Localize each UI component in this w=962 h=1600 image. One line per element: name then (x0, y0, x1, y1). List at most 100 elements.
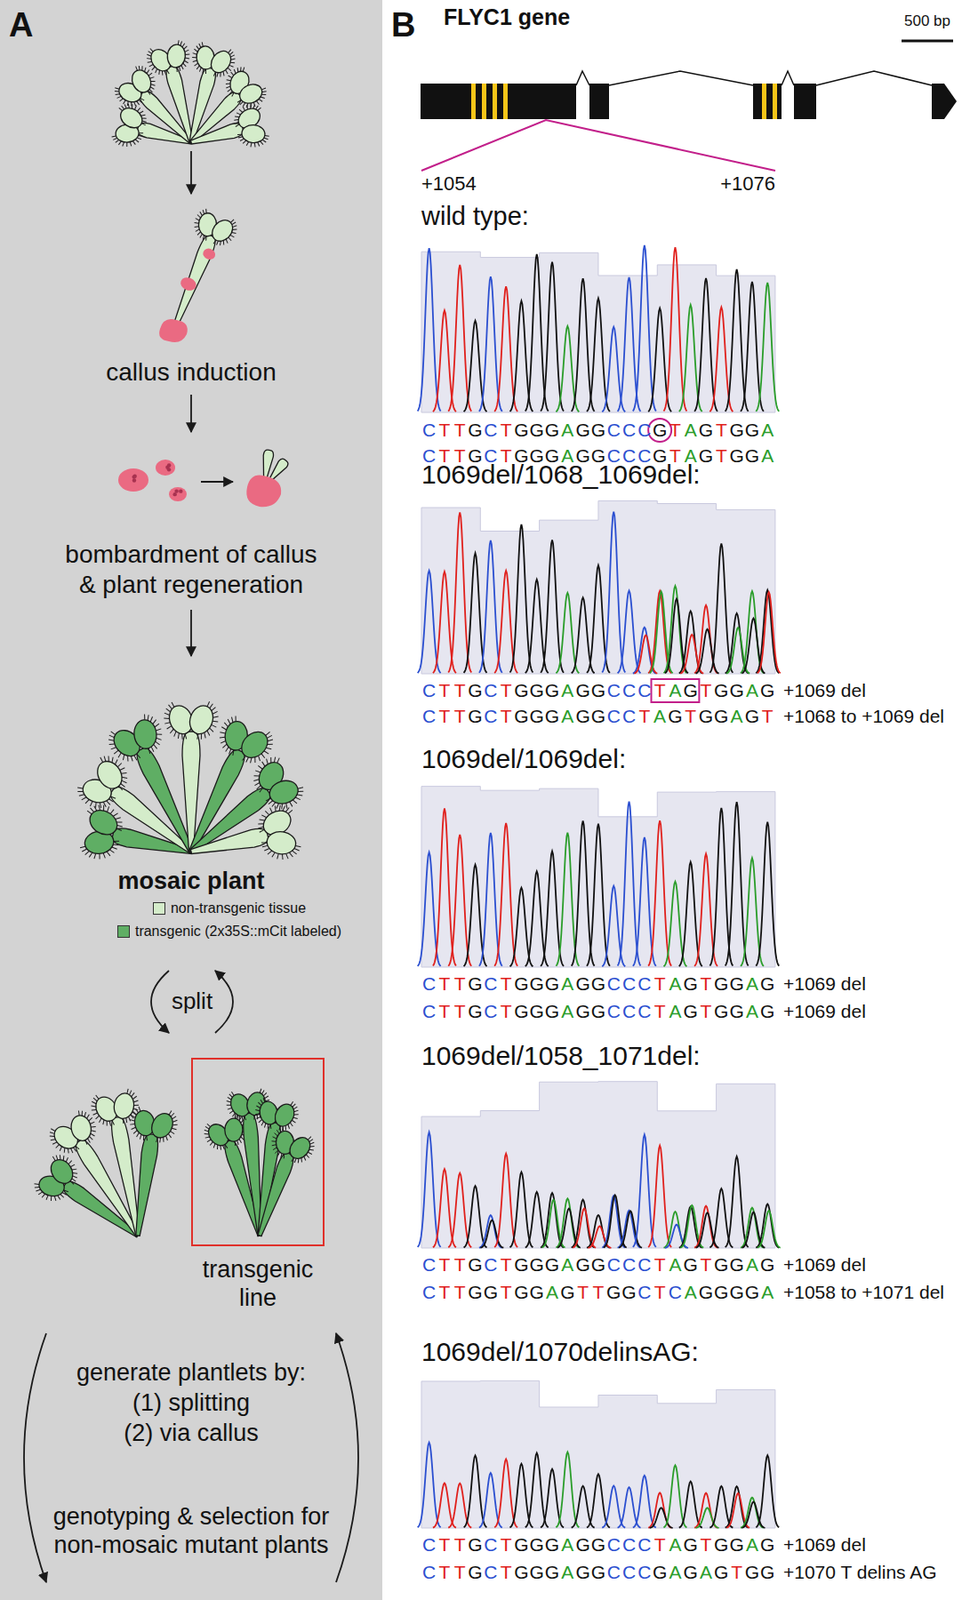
trap-bristle (49, 1195, 53, 1201)
base-letter: G (513, 705, 530, 728)
base-letter: A (560, 1001, 576, 1023)
trap-bristle (274, 1150, 278, 1155)
base-letter: T (452, 1254, 468, 1276)
trap-bristle (276, 758, 281, 764)
leaf-petiole (252, 1151, 297, 1239)
base-letter: G (544, 973, 560, 995)
base-letter: C (621, 1534, 637, 1556)
trap-bristle (144, 714, 145, 721)
base-letter: A (729, 705, 745, 728)
base-letter: T (575, 1282, 591, 1304)
trap-lobe-shape (166, 43, 186, 69)
text-line: non-mosaic mutant plants (53, 1531, 330, 1560)
base-letter: G (590, 1001, 606, 1023)
trap-bristle (274, 1133, 279, 1137)
base-letter: G (697, 419, 714, 441)
trap-bristle (237, 134, 242, 136)
base-letter: G (682, 973, 698, 995)
trap-bristle (277, 1152, 280, 1156)
callus-spot (178, 275, 199, 294)
base-letter: G (590, 705, 606, 728)
trap-bristle (253, 1115, 256, 1121)
base-letter: T (713, 419, 730, 441)
base-letter: T (436, 705, 452, 728)
leaf (184, 96, 275, 169)
base-letter: T (497, 419, 514, 441)
highlight-box: transgenic line (191, 1058, 325, 1247)
base-letter: T (590, 1282, 606, 1304)
panel-background (0, 0, 383, 1600)
trap-bristle (135, 66, 137, 72)
trap-bristle (257, 765, 264, 770)
trap-lobe-shape (271, 1100, 298, 1130)
domain-band (503, 83, 508, 120)
base-letter: T (452, 973, 468, 995)
callus-spot (159, 319, 188, 343)
trap-bristle (53, 1196, 57, 1202)
base-letter: G (544, 419, 560, 441)
base-letter: C (621, 705, 637, 728)
base-letter: G (467, 1001, 483, 1023)
trap-bristle (285, 853, 289, 859)
trap-lobe-shape (85, 805, 122, 840)
base-letter: T (682, 705, 698, 728)
base-letter: G (529, 680, 545, 702)
base-letter: G (682, 1534, 698, 1556)
trap-bristle (85, 1139, 88, 1145)
base-letter: T (452, 1282, 468, 1304)
trap-bristle (218, 1146, 224, 1151)
base-letter: G (544, 680, 560, 702)
trap-lobe (67, 1107, 99, 1147)
trap-lobe (145, 1106, 185, 1149)
trap-bristle (282, 1127, 285, 1132)
trace-peak (709, 543, 733, 673)
trap-bristle (259, 829, 265, 834)
base-letter: G (651, 419, 667, 441)
exon (753, 83, 782, 120)
base-letter: C (421, 1562, 437, 1584)
trap-bristle (129, 142, 132, 147)
intron (781, 71, 794, 86)
base-letter: A (560, 973, 576, 995)
sequence-read: CTTGCTGGGAGGCCCTAGTGGAG (421, 1001, 776, 1023)
panel-letter: A (8, 5, 33, 47)
base-letter: T (497, 1282, 514, 1304)
trap-bristle (212, 714, 218, 720)
base-letter: C (606, 680, 622, 702)
leaf (220, 1084, 286, 1239)
base-letter: G (529, 1562, 545, 1584)
trap-bristle (200, 233, 203, 238)
trap-bristle (146, 56, 152, 62)
base-letter: A (651, 705, 667, 728)
base-letter: G (482, 1282, 498, 1304)
base-letter: T (697, 1254, 714, 1276)
trap-bristle (164, 721, 170, 725)
base-letter: G (544, 1001, 560, 1023)
trap-bristle (133, 1099, 138, 1104)
base-letter: G (606, 1282, 622, 1304)
trap-bristle (142, 120, 147, 124)
trap-bristle (140, 97, 145, 100)
allele-note: +1058 to +1071 del (783, 1282, 945, 1304)
callus-dot (167, 463, 171, 467)
trap-bristle (196, 734, 200, 740)
trap-bristle (172, 1119, 177, 1124)
cycle-bracket-arrow (336, 1333, 359, 1583)
allele-note: +1069 del (783, 973, 866, 995)
base-letter: T (497, 1534, 514, 1556)
base-letter: G (621, 1282, 637, 1304)
trap-bristle (264, 135, 270, 137)
base-letter: G (682, 680, 698, 702)
quality-shading (421, 1380, 776, 1529)
trap-bristle (201, 41, 203, 47)
split-arrow (215, 970, 233, 1034)
sequence-read: CTTGCTGGGAGGCCCGAGAGTGG (421, 1562, 776, 1584)
trap-bristle (134, 1104, 139, 1107)
quality-shading (421, 500, 776, 674)
trap-bristle (194, 222, 200, 225)
base-letter: C (606, 973, 622, 995)
trap-bristle (99, 757, 104, 763)
base-letter: C (636, 1282, 652, 1304)
trap-bristle (113, 750, 119, 755)
trap-bristle (202, 235, 205, 241)
